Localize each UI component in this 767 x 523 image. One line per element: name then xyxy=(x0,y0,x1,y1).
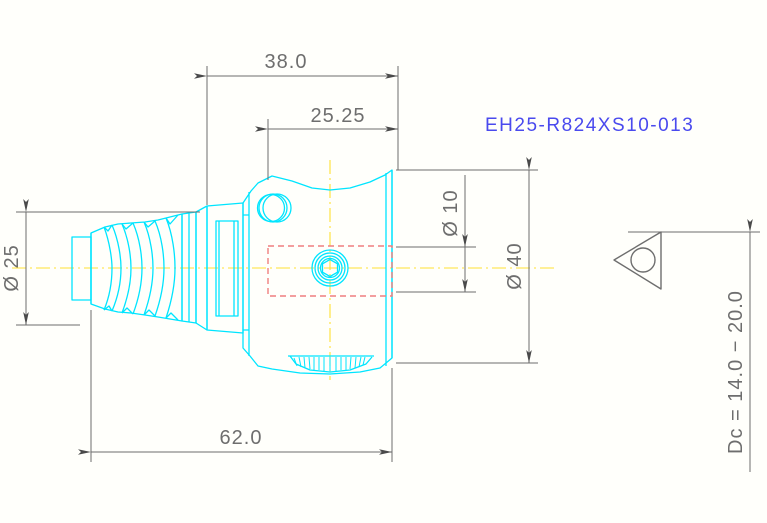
dim-label-dia-10: Ø 10 xyxy=(440,189,462,236)
dim-label-dia-40: Ø 40 xyxy=(504,242,526,289)
flange-collar xyxy=(195,202,244,334)
hidden-bore-rect xyxy=(267,245,393,297)
threaded-shank xyxy=(71,211,197,324)
dimension-lines xyxy=(16,66,760,472)
dim-dia-10 xyxy=(396,175,476,293)
hidden-lines xyxy=(267,245,393,297)
dim-label-dia-25: Ø 25 xyxy=(1,244,23,291)
dim-dia-25 xyxy=(16,199,200,326)
coolant-hole xyxy=(256,193,292,223)
tool-body-geometry xyxy=(71,169,393,375)
part-number-label: EH25-R824XS10-013 xyxy=(485,115,694,136)
hex-socket xyxy=(321,258,339,278)
dim-dia-40 xyxy=(396,157,538,364)
dim-25-25 xyxy=(255,119,399,180)
centerlines xyxy=(12,160,556,380)
clamp-screw xyxy=(311,249,349,287)
head-block xyxy=(242,169,393,375)
dim-label-25-25: 25.25 xyxy=(310,105,365,127)
dim-label-38: 38.0 xyxy=(265,51,308,73)
triangular-insert-icon xyxy=(613,231,662,290)
insert-seat-serration xyxy=(288,355,374,373)
dim-dc-range xyxy=(628,219,760,472)
dim-label-62: 62.0 xyxy=(220,427,263,449)
dim-62 xyxy=(78,310,393,462)
dim-label-dc-range: Dc = 14.0 − 20.0 xyxy=(725,290,747,454)
